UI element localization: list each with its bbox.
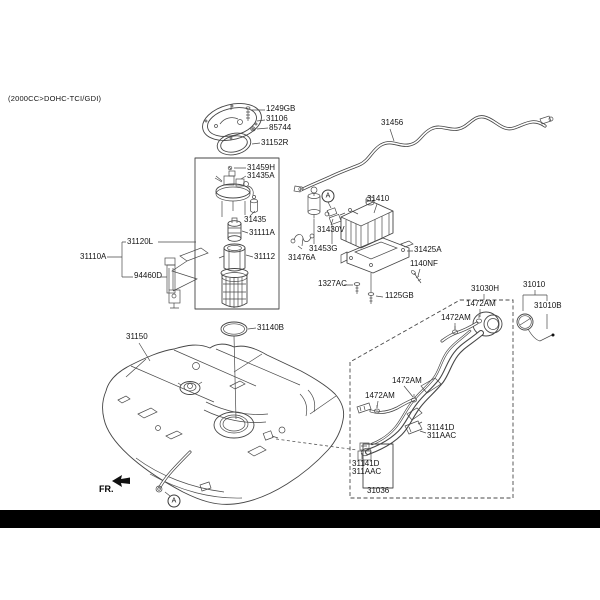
- engine-variant-title: (2000CC>DOHC-TCI/GDI): [8, 94, 102, 103]
- fr-direction-label: FR.: [99, 484, 114, 494]
- pump-gasket-ring: [220, 321, 248, 420]
- leader-lines: [138, 109, 536, 459]
- canister-group: [290, 186, 422, 304]
- fuel-pump-plate-cover: [202, 103, 262, 156]
- fuel-tank: [102, 343, 345, 505]
- bottom-black-bar: [0, 510, 600, 528]
- filler-neck-assembly-box: [349, 299, 514, 499]
- fuel-pump-module-box: [194, 157, 280, 310]
- vapor-tube-31456: [293, 115, 554, 193]
- fr-direction-arrow: [112, 475, 130, 487]
- fuel-sender-group: [107, 241, 209, 309]
- fuel-cap-group: [516, 294, 555, 342]
